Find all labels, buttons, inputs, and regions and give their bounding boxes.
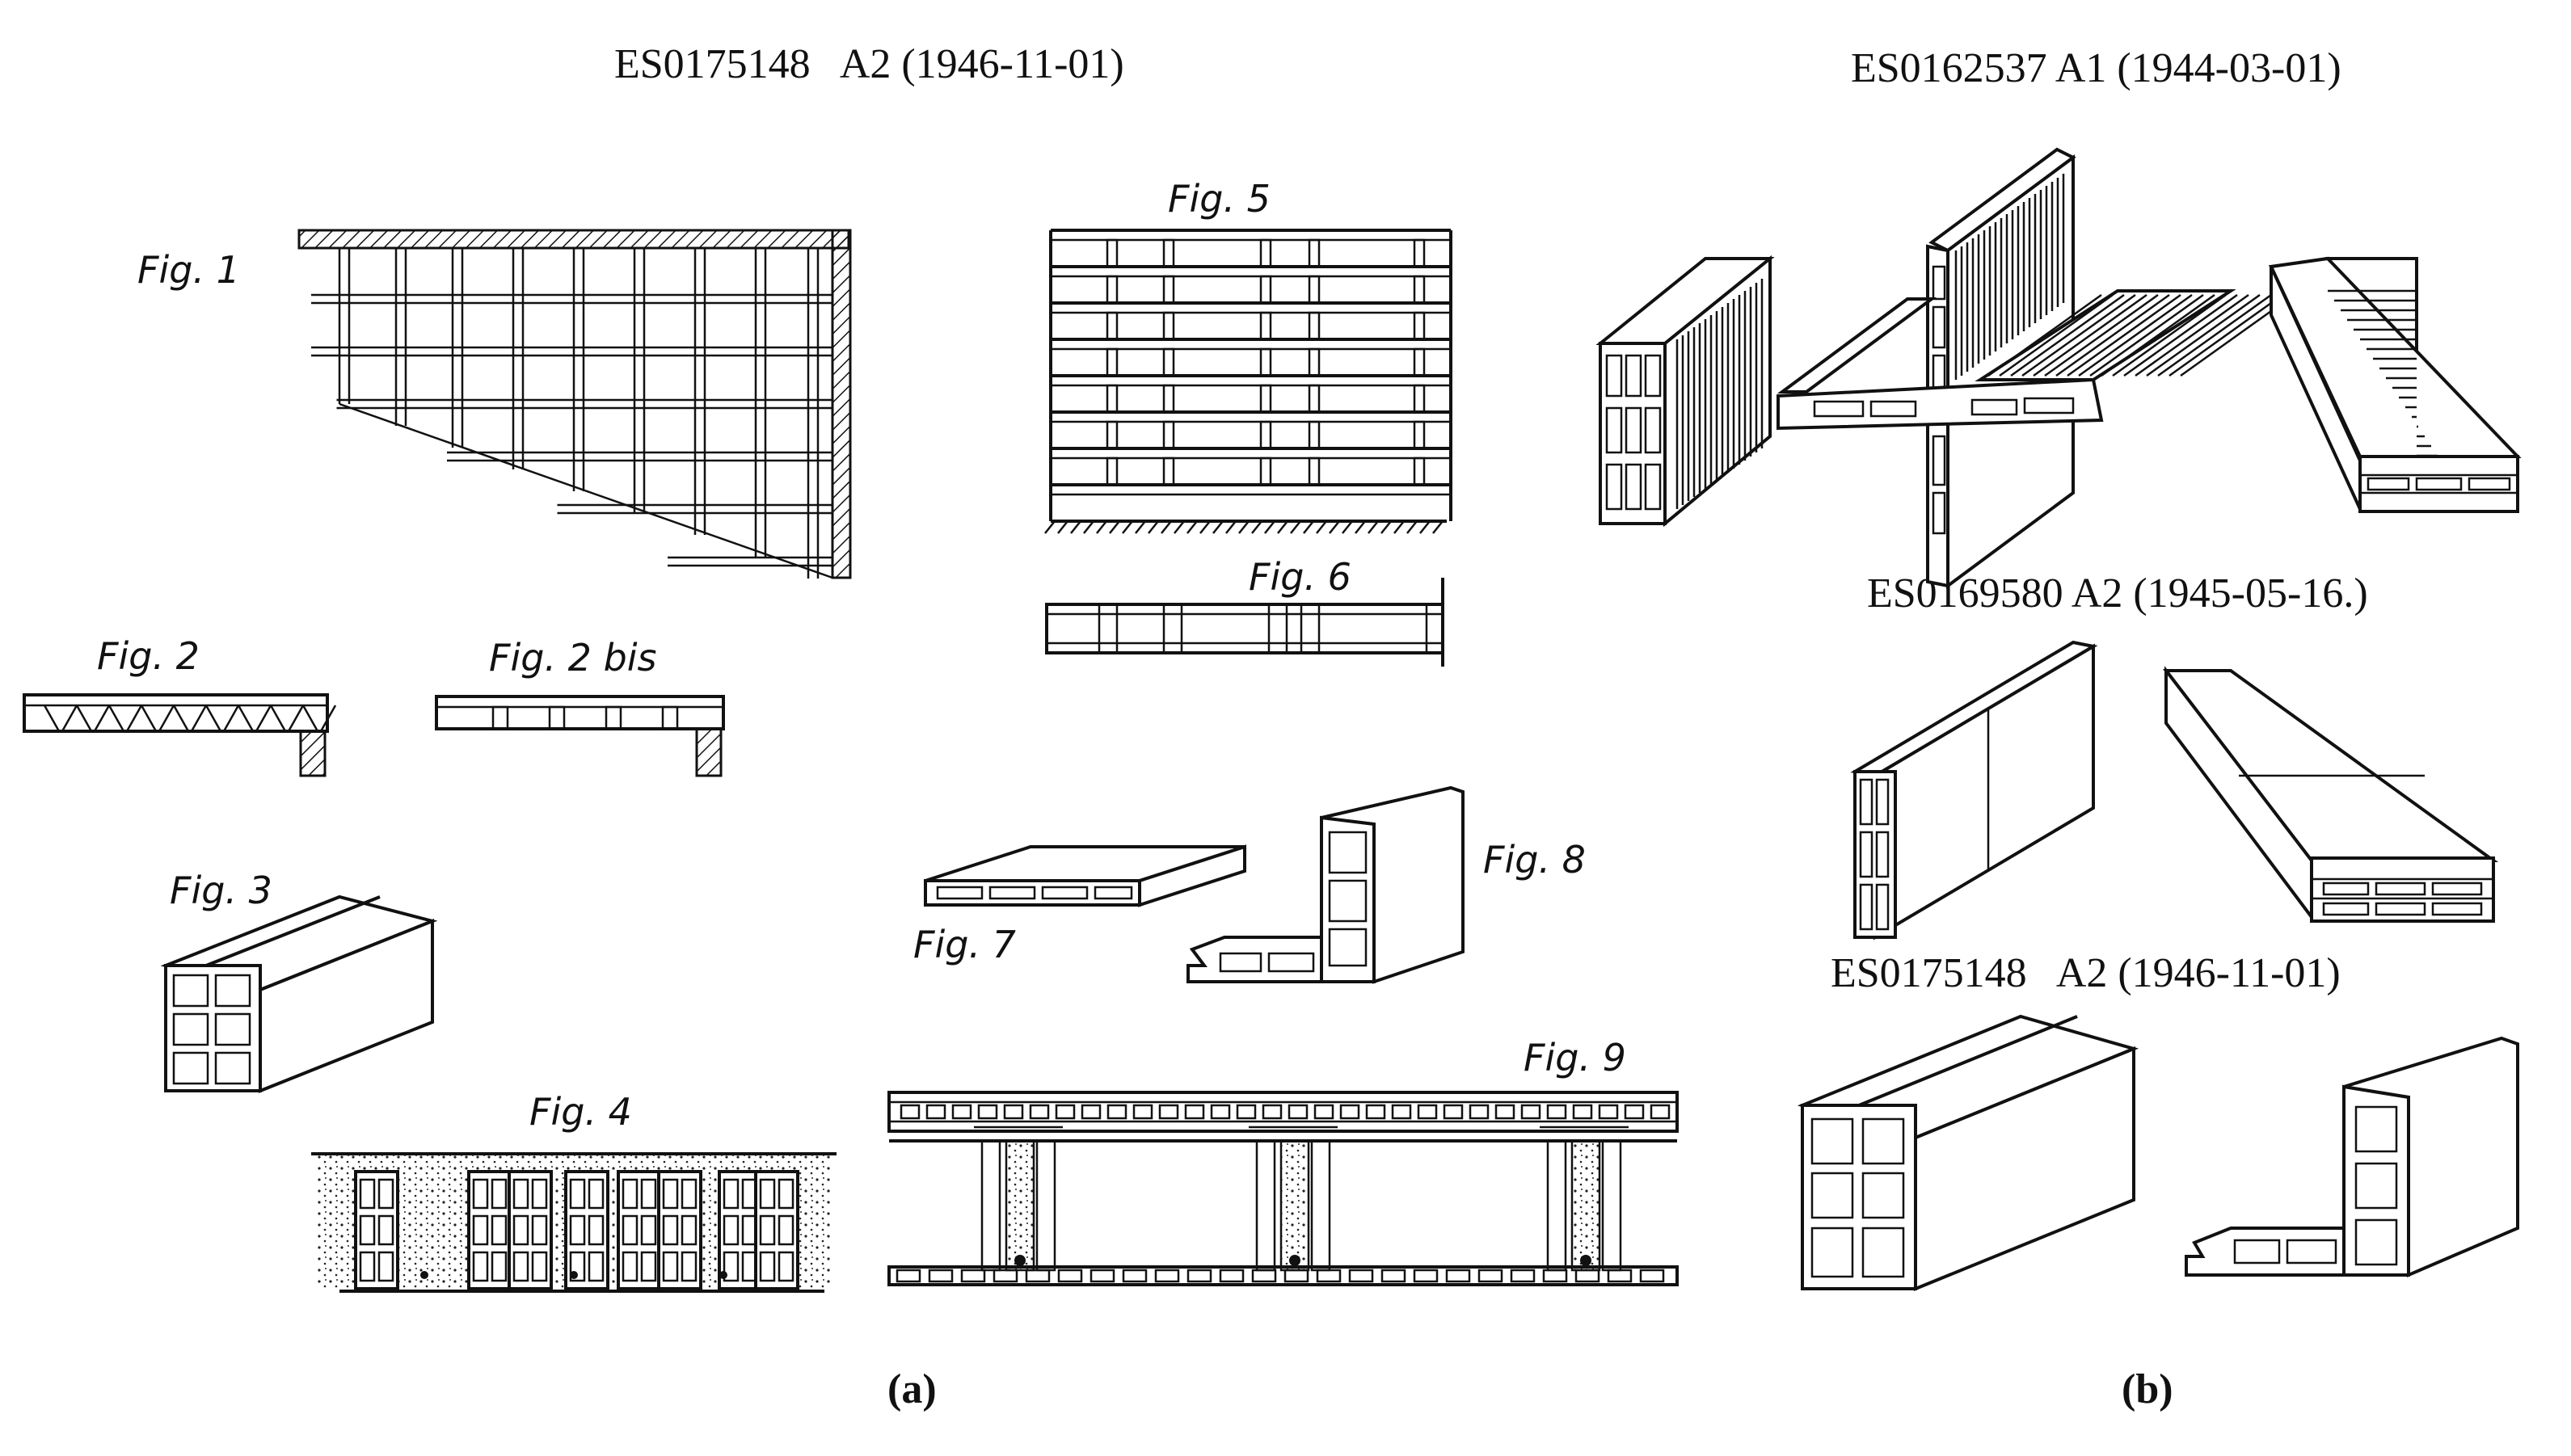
panel-b-es0162537-drawings xyxy=(1595,147,2522,589)
figure-8-l-block: Fig. 8 xyxy=(1186,785,1586,984)
fig-1-label: Fig. 1 xyxy=(137,248,240,292)
fig-2bis-label: Fig. 2 bis xyxy=(489,636,657,680)
figure-2bis-section: Fig. 2 bis xyxy=(435,636,725,777)
fig-2-label: Fig. 2 xyxy=(97,634,200,678)
fig-4-label: Fig. 4 xyxy=(529,1090,632,1134)
panel-b-es0175148-drawings xyxy=(1797,1014,2519,1291)
fig-3-label: Fig. 3 xyxy=(170,869,272,912)
panel-b-title-top: ES0162537 A1 (1944-03-01) xyxy=(1851,45,2341,91)
fig-9-label: Fig. 9 xyxy=(1524,1036,1626,1079)
panel-a-title: ES0175148 A2 (1946-11-01) xyxy=(614,41,1124,87)
panel-b-es0169580-drawings xyxy=(1850,640,2499,941)
figure-9-floor-section: Fig. 9 xyxy=(887,1036,1679,1286)
panel-a-label: (a) xyxy=(887,1366,937,1412)
fig-6-label: Fig. 6 xyxy=(1249,555,1351,599)
figure-2-section: Fig. 2 xyxy=(23,634,337,777)
figure-6-section: Fig. 6 xyxy=(1045,555,1444,667)
fig-5-label: Fig. 5 xyxy=(1168,177,1271,221)
panel-b-label: (b) xyxy=(2122,1366,2173,1412)
figure-1-grid-plan: Fig. 1 xyxy=(137,229,852,579)
fig-7-label: Fig. 7 xyxy=(913,923,1016,966)
fig-8-label: Fig. 8 xyxy=(1483,838,1586,882)
figure-5-wall: Fig. 5 xyxy=(1044,177,1452,534)
figure-4-section: Fig. 4 xyxy=(311,1090,837,1293)
figure-7-panel: Fig. 7 xyxy=(913,844,1246,966)
panel-b-title-middle: ES0169580 A2 (1945-05-16.) xyxy=(1867,570,2368,616)
figure-3-block: Fig. 3 xyxy=(160,869,438,1093)
panel-b-title-bottom: ES0175148 A2 (1946-11-01) xyxy=(1831,950,2341,996)
